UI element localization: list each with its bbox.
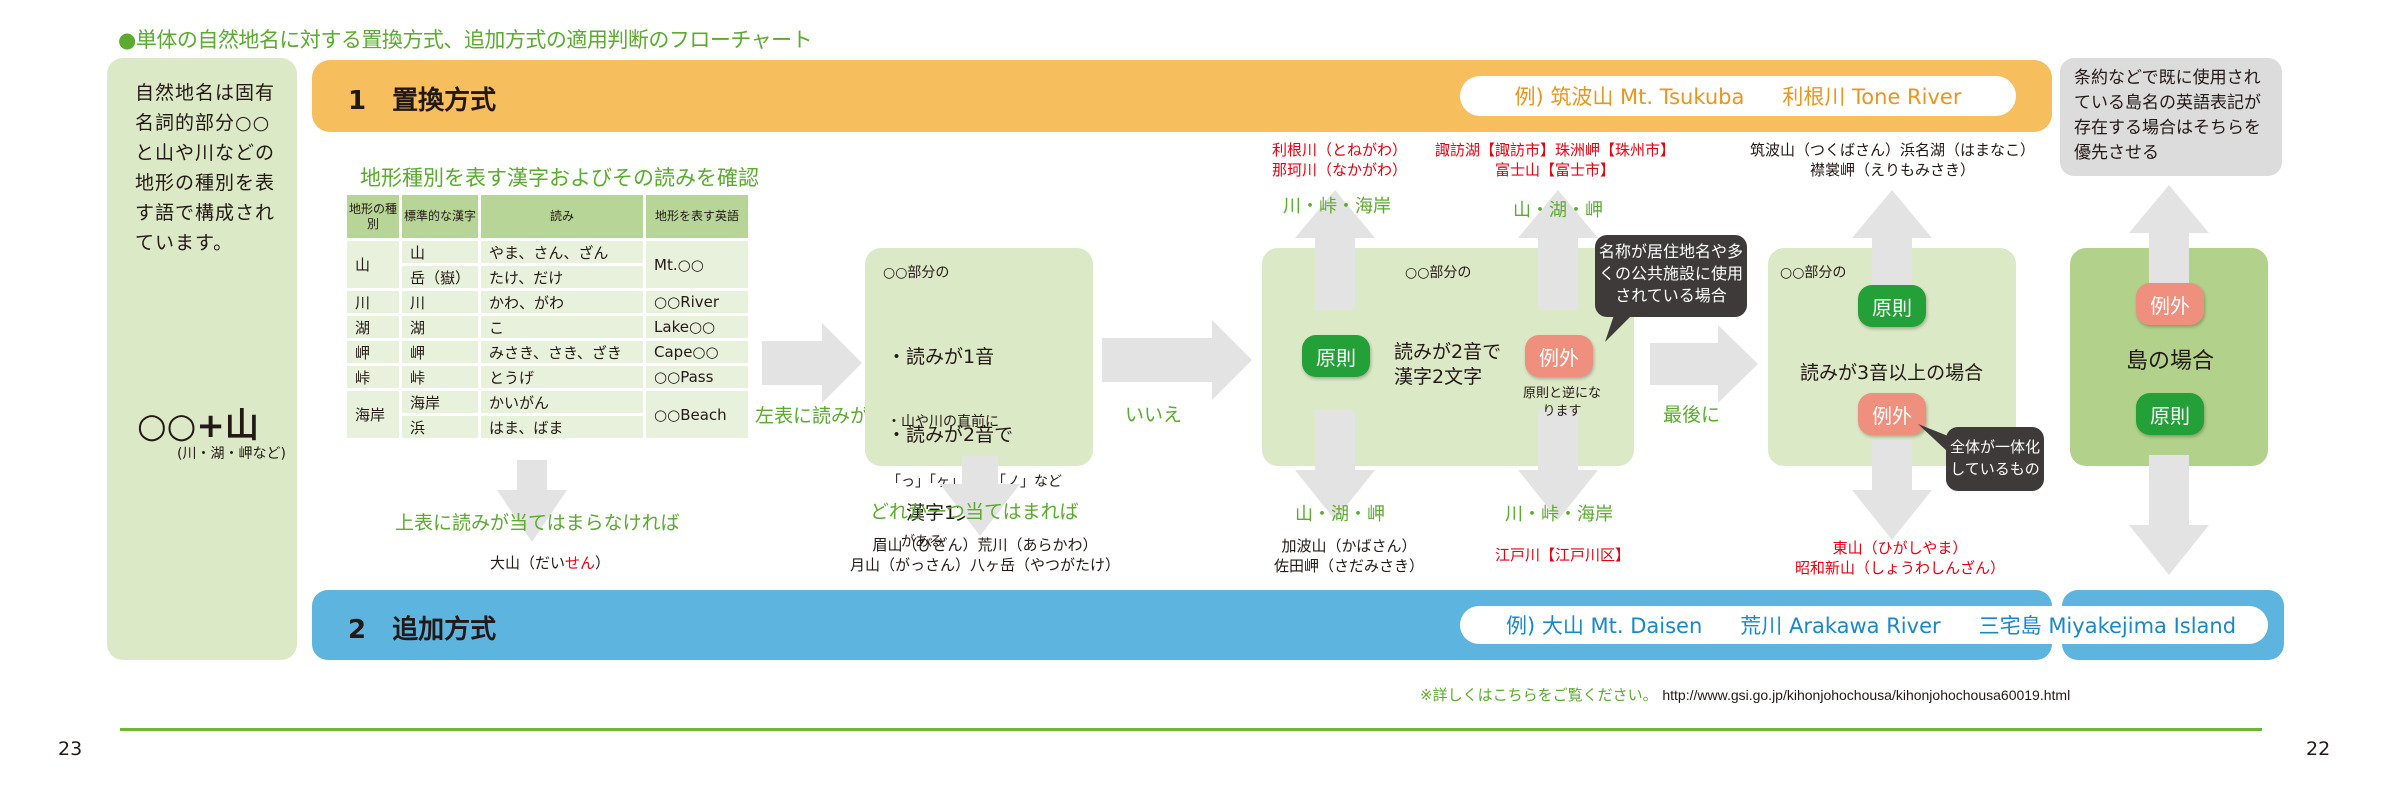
rule-badge: 原則 xyxy=(1302,335,1370,377)
exception-badge: 例外 xyxy=(2136,283,2204,325)
example-line: 江戸川【江戸川区】 xyxy=(1495,546,1631,564)
short-reading-box: ○○部分の ・読みが1音 ・読みが2音で 漢字1文字 ・山や川の直前に 「っ」「… xyxy=(865,248,1093,550)
table-row: 岳（嶽） たけ、だけ xyxy=(347,266,748,288)
table-header: 読み xyxy=(481,195,644,238)
method2-label: 2 追加方式 xyxy=(348,615,497,645)
bubble-tail xyxy=(1605,312,1635,342)
table-row: 峠 峠 とうげ ○○Pass xyxy=(347,366,749,388)
arrow-up-icon xyxy=(1295,190,1375,310)
example-line: 月山（がっさん）八ヶ岳（やつがたけ） xyxy=(850,556,1121,574)
table-row: 岬 岬 みさき、さき、ざき Cape○○ xyxy=(347,341,749,363)
down-left-label: 山・湖・岬 xyxy=(1295,504,1385,525)
example-line: 利根川（とねがわ） xyxy=(1272,141,1408,159)
box3-down-examples: 東山（ひがしやま） 昭和新山（しょうわしんざん） xyxy=(1795,539,2006,577)
example-line: 眉山（びざん）荒川（あらかわ） xyxy=(872,536,1098,554)
arrow-down-icon xyxy=(1295,410,1375,520)
table-header: 地形を表す英語 xyxy=(646,195,749,238)
bubble-tail xyxy=(1918,424,1948,454)
method1-example: 利根川 Tone River xyxy=(1782,85,1962,109)
example-line: 富士山【富士市】 xyxy=(1495,161,1616,179)
table-row: 浜 はま、ばま xyxy=(347,416,748,438)
no-match-label: 上表に読みが当てはまらなければ xyxy=(395,512,680,534)
exception-badge: 例外 xyxy=(1858,393,1926,435)
box3-main: 読みが3音以上の場合 xyxy=(1800,362,1984,384)
description-text: 自然地名は固有名詞的部分○○と山や川などの地形の種別を表す語で構成されています。 xyxy=(135,82,276,254)
footnote-link[interactable]: http://www.gsi.go.jp/kihonjohochousa/kih… xyxy=(1662,687,2071,703)
method2-example: 例) 大山 Mt. Daisen xyxy=(1506,614,1703,638)
box2-main: 読みが2音で漢字2文字 xyxy=(1394,341,1502,388)
rule-badge: 原則 xyxy=(2136,393,2204,435)
no-match-example: 大山（だいせん） xyxy=(490,554,611,572)
table-row: 海岸 海岸 かいがん ○○Beach xyxy=(347,391,749,438)
residential-bubble: 名称が居住地名や多くの公共施設に使用されている場合 xyxy=(1595,235,1747,317)
exception-note: 原則と逆になります xyxy=(1522,386,1601,419)
table-header: 地形の種別 xyxy=(347,195,399,238)
last-label: 最後に xyxy=(1663,404,1721,426)
method1-example: 例) 筑波山 Mt. Tsukuba xyxy=(1514,85,1745,109)
arrow-down-icon xyxy=(497,460,567,542)
table-row: 湖 湖 こ Lake○○ xyxy=(347,316,749,338)
no-label: いいえ xyxy=(1125,404,1183,426)
arrow-right-icon xyxy=(1102,320,1252,400)
any-match-examples: 眉山（びざん）荒川（あらかわ） 月山（がっさん）八ヶ岳（やつがたけ） xyxy=(850,535,1120,575)
box3-header: ○○部分の xyxy=(1780,265,1847,281)
arrow-down-icon xyxy=(1518,410,1598,520)
formula: ○○+山 xyxy=(137,406,259,446)
arrow-right-icon xyxy=(762,323,862,403)
page-title: ●単体の自然地名に対する置換方式、追加方式の適用判断のフローチャート xyxy=(118,28,813,52)
example-line: 諏訪湖【諏訪市】珠洲岬【珠州市】 xyxy=(1435,141,1676,159)
method2-examples: 例) 大山 Mt. Daisen 荒川 Arakawa River 三宅島 Mi… xyxy=(1460,606,2268,644)
down-right-examples: 江戸川【江戸川区】 xyxy=(1495,545,1630,565)
arrow-right-icon xyxy=(1650,325,1758,403)
method2-example: 三宅島 Miyakejima Island xyxy=(1978,614,2237,638)
up-left-label: 川・峠・海岸 xyxy=(1283,196,1391,217)
up-left-examples: 利根川（とねがわ） 那珂川（なかがわ） xyxy=(1272,140,1407,180)
method2-example: 荒川 Arakawa River xyxy=(1740,614,1941,638)
example-line: 襟裳岬（えりもみさき） xyxy=(1810,161,1976,179)
example-line: 那珂川（なかがわ） xyxy=(1272,161,1408,179)
table-row: 川 川 かわ、がわ ○○River xyxy=(347,291,749,313)
footer-divider xyxy=(120,728,2262,731)
table-title: 地形種別を表す漢字およびその読みを確認 xyxy=(360,166,759,190)
arrow-up-icon xyxy=(2129,185,2209,295)
arrow-down-icon xyxy=(2129,455,2209,575)
unified-bubble: 全体が一体化しているもの xyxy=(1946,427,2044,491)
box3-up-examples: 筑波山（つくばさん）浜名湖（はまなこ） 襟裳岬（えりもみさき） xyxy=(1750,140,2035,180)
method1-examples: 例) 筑波山 Mt. Tsukuba 利根川 Tone River xyxy=(1460,76,2016,116)
terrain-table: 地形の種別 標準的な漢字 読み 地形を表す英語 山 山 やま、さん、ざん Mt.… xyxy=(344,192,751,441)
up-right-label: 山・湖・岬 xyxy=(1513,200,1603,221)
example-line: 佐田岬（さだみさき） xyxy=(1274,557,1425,575)
exception-badge: 例外 xyxy=(1525,335,1593,377)
left-description-panel: 自然地名は固有名詞的部分○○と山や川などの地形の種別を表す語で構成されています。… xyxy=(107,58,297,660)
island-note-box: 条約などで既に使用されている島名の英語表記が存在する場合はそちらを優先させる xyxy=(2060,58,2282,176)
example-line: 加波山（かばさん） xyxy=(1281,537,1417,555)
formula-note: (川・湖・岬など) xyxy=(177,446,286,462)
arrow-down-icon xyxy=(940,456,1020,536)
arrow-up-icon xyxy=(1518,190,1598,310)
down-left-examples: 加波山（かばさん） 佐田岬（さだみさき） xyxy=(1274,536,1424,576)
table-row: 山 山 やま、さん、ざん Mt.○○ xyxy=(347,241,749,288)
method1-label: 1 置換方式 xyxy=(348,86,497,116)
island-note-text: 条約などで既に使用されている島名の英語表記が存在する場合はそちらを優先させる xyxy=(2074,68,2261,163)
arrow-down-icon xyxy=(1852,440,1932,540)
rule-badge: 原則 xyxy=(1858,285,1926,327)
example-line: 筑波山（つくばさん）浜名湖（はまなこ） xyxy=(1750,141,2036,159)
page-number-right: 22 xyxy=(2306,738,2331,760)
island-label: 島の場合 xyxy=(2125,349,2214,374)
table-header: 標準的な漢字 xyxy=(402,195,479,238)
up-right-examples: 諏訪湖【諏訪市】珠洲岬【珠州市】 富士山【富士市】 xyxy=(1435,140,1675,180)
page-number-left: 23 xyxy=(58,738,83,760)
arrow-up-icon xyxy=(1852,190,1932,300)
footnote: ※詳しくはこちらをご覧ください。 http://www.gsi.go.jp/ki… xyxy=(1420,686,2071,704)
any-match-label: どれか一つ当てはまれば xyxy=(870,501,1079,523)
down-right-label: 川・峠・海岸 xyxy=(1505,504,1613,525)
match-label: 左表に読みが当てはまる xyxy=(755,405,964,427)
box2-header: ○○部分の xyxy=(1405,265,1472,281)
